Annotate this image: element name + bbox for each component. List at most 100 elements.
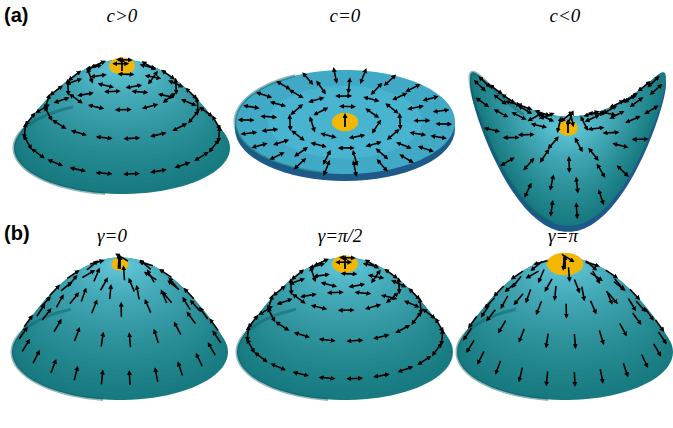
director-arrow (114, 63, 127, 65)
director-arrow (546, 279, 552, 290)
director-arrow (189, 112, 197, 122)
director-arrow (54, 121, 65, 128)
surface-ring (540, 118, 596, 146)
surface-ring (235, 70, 455, 174)
director-arrow (525, 184, 530, 196)
surface-panel (235, 69, 455, 181)
director-arrow (218, 128, 219, 141)
director-arrow (501, 296, 507, 307)
director-arrow (51, 361, 56, 373)
director-arrow (311, 268, 315, 280)
center-arrow (121, 59, 123, 71)
director-arrow (42, 310, 50, 320)
director-arrow (106, 90, 119, 92)
director-arrow (656, 320, 664, 331)
director-arrow (496, 361, 501, 373)
director-arrow (81, 289, 85, 301)
director-arrow (256, 353, 266, 361)
director-arrow (272, 364, 284, 369)
surface-ring (89, 60, 156, 88)
director-arrow (410, 289, 419, 298)
director-arrow (133, 91, 146, 92)
surface-ring (535, 117, 600, 150)
director-arrow (590, 112, 603, 114)
director-arrow (658, 332, 665, 343)
director-arrow (210, 141, 218, 151)
director-arrow (649, 77, 658, 86)
surface-ring (519, 110, 617, 165)
director-arrow (302, 294, 315, 296)
director-arrow (527, 271, 538, 277)
director-arrow (441, 331, 442, 344)
director-arrow (311, 264, 324, 267)
director-arrow (598, 165, 605, 176)
surface-ring (524, 112, 613, 160)
director-arrow (247, 327, 248, 340)
director-arrow (419, 357, 430, 364)
director-arrow (343, 273, 356, 275)
director-arrow (277, 323, 288, 330)
director-arrow (290, 280, 292, 293)
director-arrow (334, 69, 337, 82)
director-arrow (315, 108, 327, 114)
panel-label: c>0 (107, 6, 138, 27)
director-arrow (495, 110, 506, 116)
director-arrow (101, 371, 102, 384)
director-arrow (478, 351, 484, 363)
director-arrow (372, 84, 381, 93)
surface-ring (512, 106, 624, 172)
director-arrow (160, 94, 173, 97)
director-arrow (185, 289, 194, 298)
panel-label: c<0 (550, 6, 581, 27)
director-arrow (576, 179, 577, 192)
surface-ring (309, 258, 381, 290)
director-arrow (615, 279, 623, 289)
director-arrow (211, 320, 219, 331)
director-arrow (383, 296, 396, 299)
director-arrow (574, 372, 576, 385)
director-arrow (291, 91, 302, 98)
director-arrow (24, 316, 32, 327)
director-arrow (201, 108, 211, 116)
director-arrow (295, 373, 308, 376)
surface-shade (457, 309, 548, 399)
surface-ring (482, 83, 655, 209)
director-arrow (51, 87, 61, 95)
director-arrow (92, 301, 97, 313)
director-arrow (604, 106, 615, 112)
panel-label: γ=0 (97, 226, 127, 247)
core-region (332, 255, 358, 273)
director-arrow (37, 105, 48, 112)
director-arrow (296, 333, 308, 337)
director-arrow (268, 309, 274, 321)
director-arrow (646, 106, 657, 113)
director-arrow (310, 98, 322, 102)
director-arrow (101, 334, 103, 347)
director-arrow (623, 96, 635, 101)
director-arrow (245, 106, 258, 108)
director-arrow (599, 191, 603, 203)
center-arrow (344, 115, 346, 127)
director-arrow (213, 332, 220, 343)
director-arrow (200, 308, 207, 319)
director-arrow (642, 355, 648, 367)
director-arrow (477, 99, 488, 107)
director-arrow (19, 328, 26, 339)
director-arrow (515, 294, 523, 304)
director-arrow (152, 133, 165, 136)
director-arrow (388, 130, 398, 139)
center-arrow (564, 257, 566, 269)
director-arrow (491, 86, 502, 94)
director-arrow (341, 105, 354, 107)
surface-ring (507, 103, 628, 177)
director-arrow (539, 269, 544, 281)
director-arrow (170, 81, 182, 86)
director-arrow (90, 105, 103, 108)
director-arrow (310, 118, 314, 130)
director-arrow (183, 100, 195, 105)
director-arrow (378, 160, 386, 170)
director-arrow (424, 97, 437, 100)
director-arrow (354, 162, 357, 175)
director-arrow (401, 155, 412, 162)
director-arrow (375, 335, 388, 338)
